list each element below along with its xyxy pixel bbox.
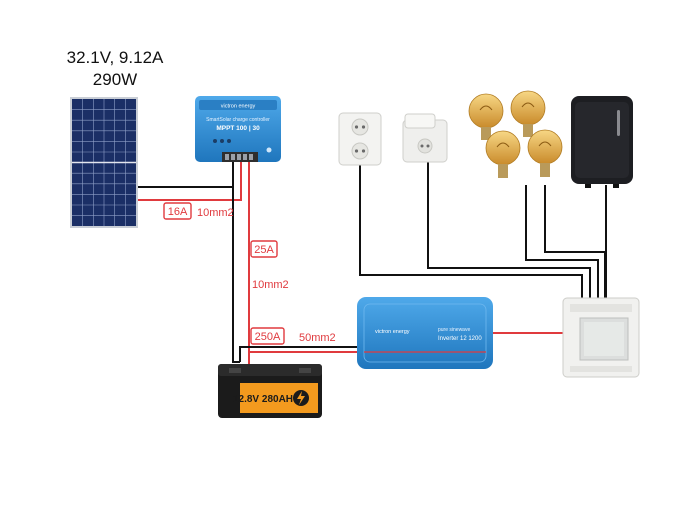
fuse-label-panel: 16A [168, 206, 188, 218]
light-bulb-3 [485, 130, 521, 178]
light-bulb-4 [527, 129, 563, 177]
fuse-box-panel [163, 202, 192, 220]
controller-line1: SmartSolar charge controller [206, 117, 270, 123]
inverter: victron energy pure sinewave Inverter 12… [357, 297, 493, 369]
fuse-label-battery: 250A [255, 331, 281, 343]
controller-line2: MPPT 100 | 30 [216, 125, 260, 132]
cable-label-panel: 10mm2 [197, 207, 234, 219]
panel-spec-power: 290W [92, 70, 138, 89]
panel-spec-voltage-current: 32.1V, 9.12A [66, 48, 164, 67]
wire-battery-positive [248, 351, 360, 364]
refrigerator [571, 96, 633, 188]
solar-panel [70, 97, 138, 228]
battery-label: 12.8V 280AH [233, 394, 293, 405]
wire-panel-positive [138, 162, 242, 201]
fuse-label-controller: 25A [254, 244, 274, 256]
wire-outlet-1 [359, 163, 583, 298]
lifepo4-battery: 12.8V 280AH [218, 364, 322, 418]
wire-panel-negative [138, 162, 234, 188]
inverter-line2: Inverter 12 1200 [438, 336, 482, 342]
wire-battery-negative [239, 346, 360, 362]
wires [138, 160, 607, 364]
cable-label-controller: 10mm2 [252, 279, 289, 291]
wire-bulbs-2 [544, 185, 606, 298]
inverter-line1: pure sinewave [438, 327, 470, 333]
cable-label-battery: 50mm2 [299, 332, 336, 344]
wire-bulbs-1 [525, 185, 599, 298]
wall-outlet [338, 112, 382, 166]
mppt-charge-controller: victron energy SmartSolar charge control… [195, 96, 281, 162]
wire-labels: 16A 10mm2 25A 10mm2 250A 50mm2 [163, 202, 336, 345]
inverter-brand: victron energy [375, 329, 410, 335]
fuse-box-battery [250, 327, 285, 345]
light-bulb-1 [468, 93, 504, 140]
light-bulb-2 [510, 90, 546, 137]
breaker-box [562, 297, 640, 378]
wire-controller-negative [232, 162, 240, 363]
wire-outlet-2 [427, 160, 591, 298]
outdoor-outlet [402, 113, 448, 163]
controller-brand: victron energy [221, 104, 256, 110]
fuse-box-controller [250, 240, 278, 258]
edison-light-bulbs [468, 90, 563, 178]
